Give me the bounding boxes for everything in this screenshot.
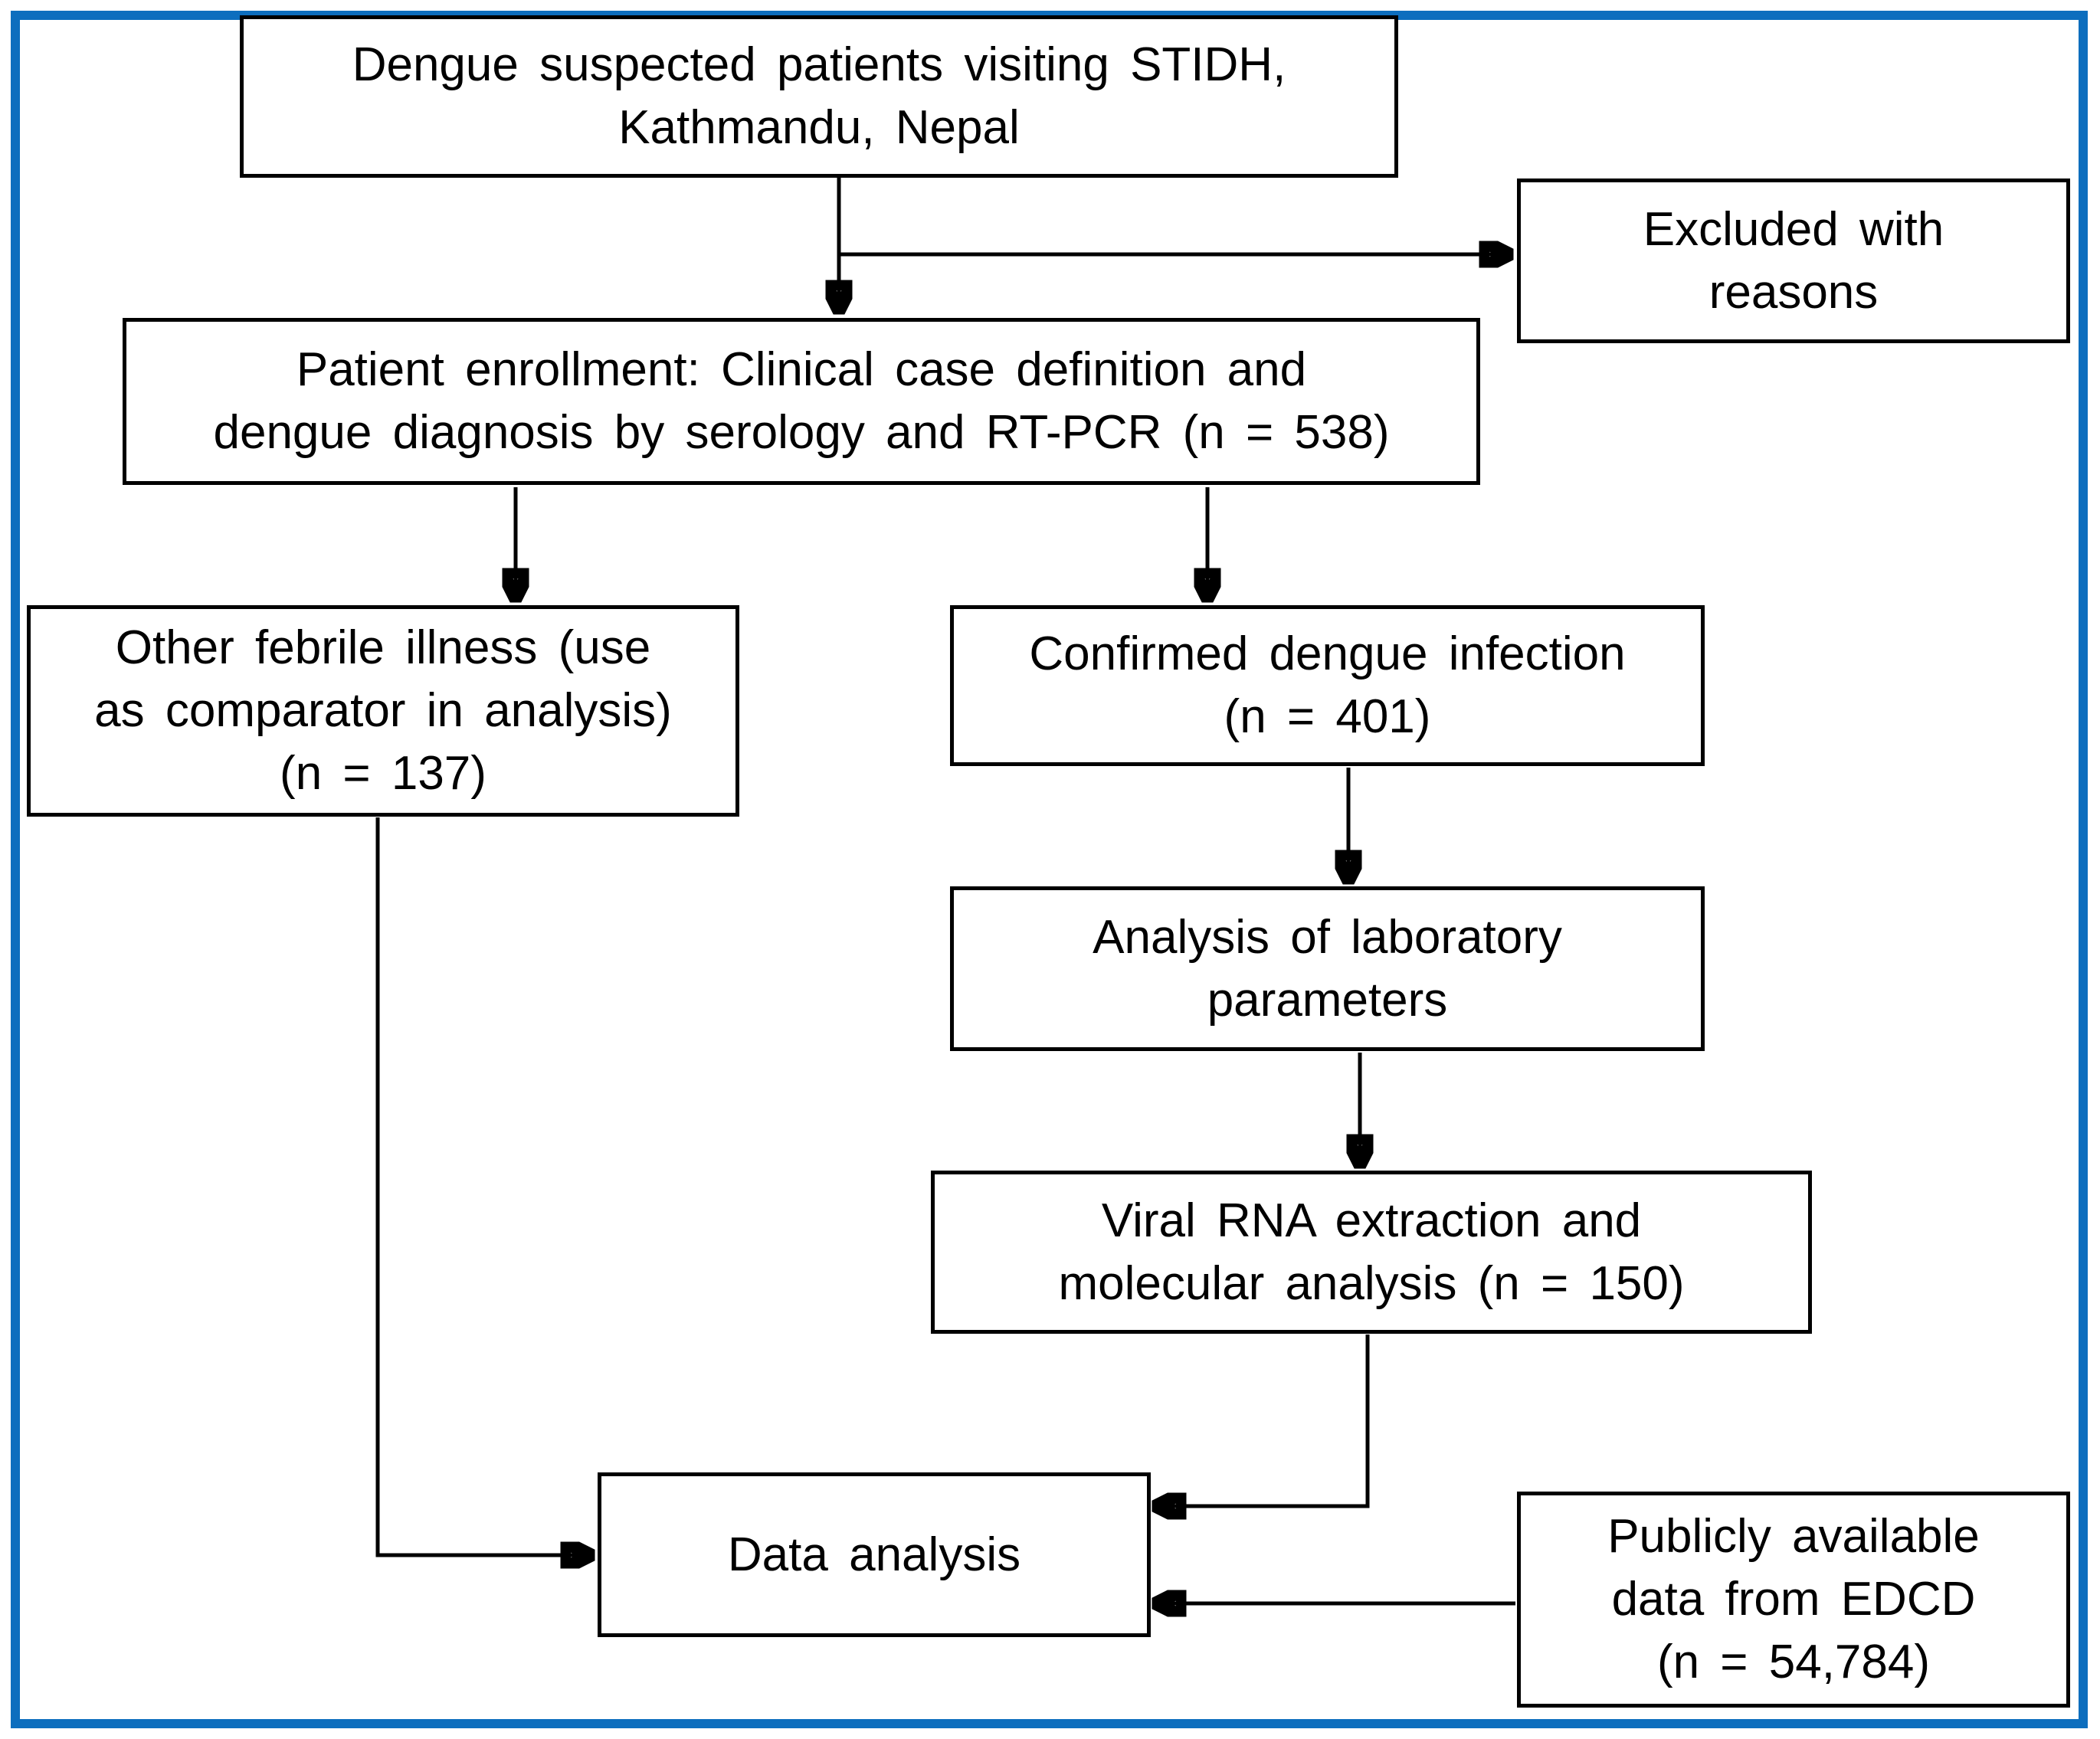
node-analysis-of-laboratory-parameters: Analysis of laboratory parameters: [950, 886, 1705, 1051]
node-excluded-with-reasons: Excluded with reasons: [1517, 178, 2070, 343]
node-dengue-suspected-patients: Dengue suspected patients visiting STIDH…: [240, 15, 1398, 178]
node-publicly-available-edcd-data: Publicly available data from EDCD (n = 5…: [1517, 1492, 2070, 1708]
node-patient-enrollment: Patient enrollment: Clinical case defini…: [123, 318, 1480, 485]
node-data-analysis: Data analysis: [598, 1472, 1151, 1637]
node-other-febrile-illness: Other febrile illness (use as comparator…: [27, 605, 739, 817]
node-confirmed-dengue-infection: Confirmed dengue infection (n = 401): [950, 605, 1705, 766]
node-viral-rna-extraction: Viral RNA extraction and molecular analy…: [931, 1171, 1812, 1334]
edge-other-febrile-to-data-analysis: [375, 817, 588, 1555]
edge-viral-rna-to-data-analysis: [1158, 1335, 1370, 1506]
